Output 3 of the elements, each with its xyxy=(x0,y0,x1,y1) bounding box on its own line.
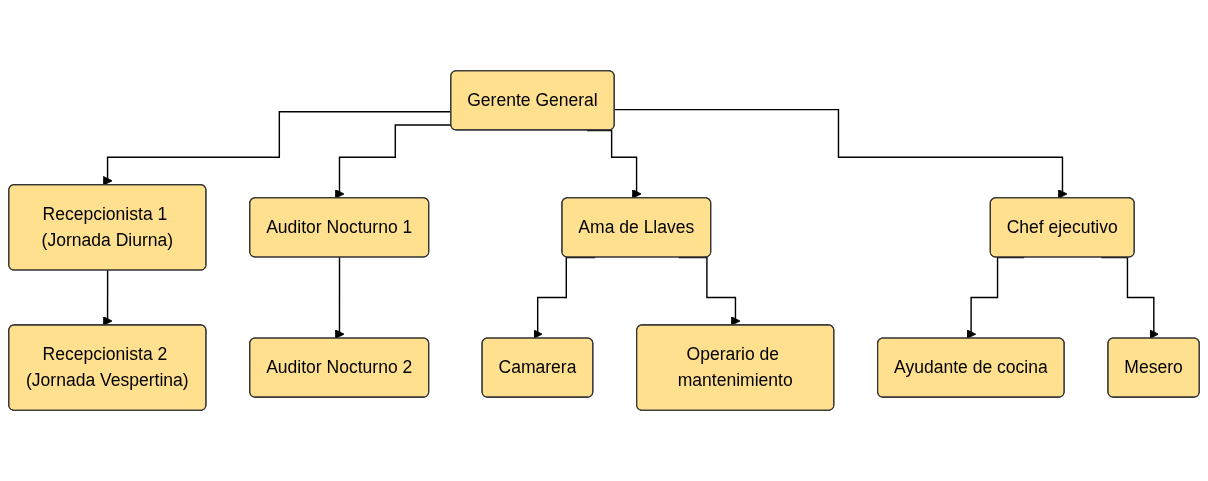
arrow xyxy=(614,108,1068,199)
arrow xyxy=(103,269,113,326)
arrow xyxy=(334,256,345,339)
